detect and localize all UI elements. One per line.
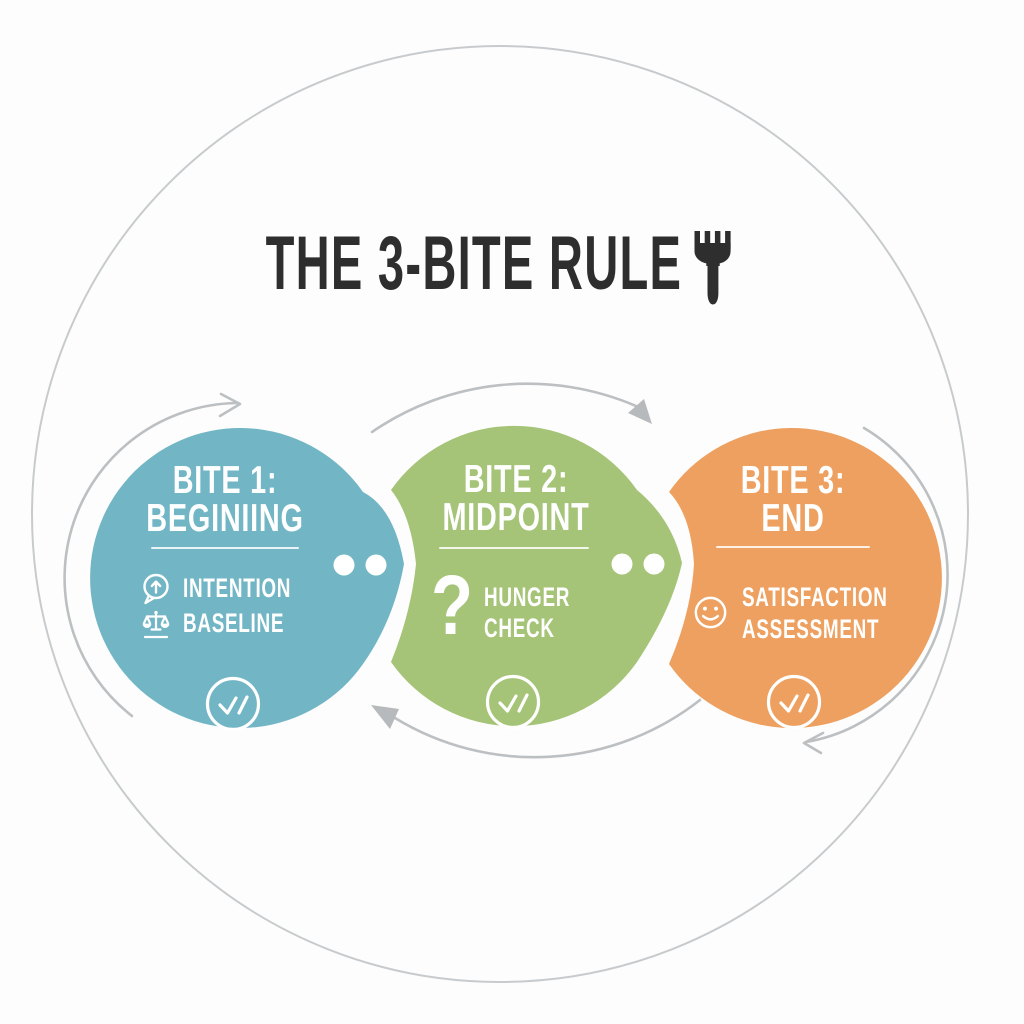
smiley-icon: [694, 596, 727, 629]
bite3-subtitle: END: [761, 497, 825, 540]
fork-tine: [714, 231, 721, 249]
bite3-blob: [669, 428, 942, 728]
badge-ring: [766, 674, 822, 730]
badge-ring: [485, 674, 541, 730]
checkpoint-badge-bite1: [205, 676, 261, 732]
double-check-icon: [798, 693, 810, 713]
arrow-over-midpoint-head: [628, 399, 652, 424]
outer-cycle-ring: [31, 45, 969, 983]
arrow-under-midpoint-arc: [393, 698, 702, 759]
arrow-under-midpoint: [371, 698, 702, 759]
arrow-over-midpoint-arc: [370, 382, 638, 434]
bite1-item-intention: INTENTION: [139, 571, 338, 606]
double-check-icon: [517, 693, 529, 713]
fork-head: [694, 243, 731, 266]
bite2-subtitle: MIDPOINT: [442, 496, 590, 539]
bite2-item-label: HUNGER CHECK: [484, 582, 570, 644]
scale-icon: [142, 610, 170, 638]
bite1-blob: [90, 428, 404, 728]
arrow-blue-loop-head: [218, 392, 242, 418]
badge-ring: [205, 676, 261, 732]
fork-handle: [707, 264, 719, 305]
transition-dot: [333, 554, 355, 576]
double-check-icon: [218, 696, 238, 715]
bite2-title: BITE 2:: [463, 458, 569, 501]
arrow-over-midpoint: [370, 382, 652, 434]
bite1-item2-label: BASELINE: [183, 608, 285, 638]
bite1-title: BITE 1:: [172, 459, 278, 502]
transition-dot: [643, 553, 665, 575]
question-mark-icon: ?: [430, 558, 474, 652]
transition-dot: [611, 553, 633, 575]
speech-bubble-arrow-icon: [143, 573, 169, 604]
checkpoint-badge-bite3: [766, 674, 822, 730]
bite2-item-line2: CHECK: [484, 613, 555, 643]
title-dividers: [151, 546, 870, 549]
bite3-item-line2: ASSESSMENT: [742, 614, 880, 644]
bite3-title: BITE 3:: [740, 459, 846, 502]
fork-tine: [694, 231, 700, 249]
checkpoint-badge-bite2: [485, 674, 541, 730]
page-title: THE 3-BITE RULE: [265, 221, 683, 306]
bite3-item-line1: SATISFACTION: [742, 582, 888, 612]
bite1-item-baseline: BASELINE: [139, 606, 338, 641]
double-check-icon: [779, 694, 799, 713]
bite2-blob: [391, 425, 682, 727]
bite3-item-label: SATISFACTION ASSESSMENT: [742, 581, 888, 645]
bite2-title-block: BITE 2: MIDPOINT: [405, 458, 627, 539]
bite3-title-block: BITE 3: END: [682, 459, 904, 540]
bite1-items: INTENTION BASELINE: [139, 571, 338, 641]
arrow-blue-loop-arc: [63, 401, 239, 718]
double-check-icon: [498, 694, 518, 713]
transition-dot: [365, 554, 387, 576]
transition-dots: [333, 553, 665, 576]
fork-icon: [694, 231, 731, 305]
fork-tine: [704, 231, 711, 249]
bite1-subtitle: BEGINIING: [146, 497, 304, 540]
arrow-under-midpoint-head: [371, 705, 399, 729]
bite2-item-line1: HUNGER: [484, 582, 571, 612]
arrow-orange-loop: [802, 426, 949, 755]
arrow-blue-loop: [63, 392, 242, 718]
fork-tine: [725, 231, 731, 249]
title-row: THE 3-BITE RULE: [0, 224, 986, 304]
arrow-orange-loop-head: [802, 731, 825, 755]
bite1-title-block: BITE 1: BEGINIING: [114, 459, 336, 540]
double-check-icon: [237, 695, 249, 715]
arrow-orange-loop-arc: [804, 426, 949, 744]
bite1-item1-label: INTENTION: [183, 573, 292, 603]
